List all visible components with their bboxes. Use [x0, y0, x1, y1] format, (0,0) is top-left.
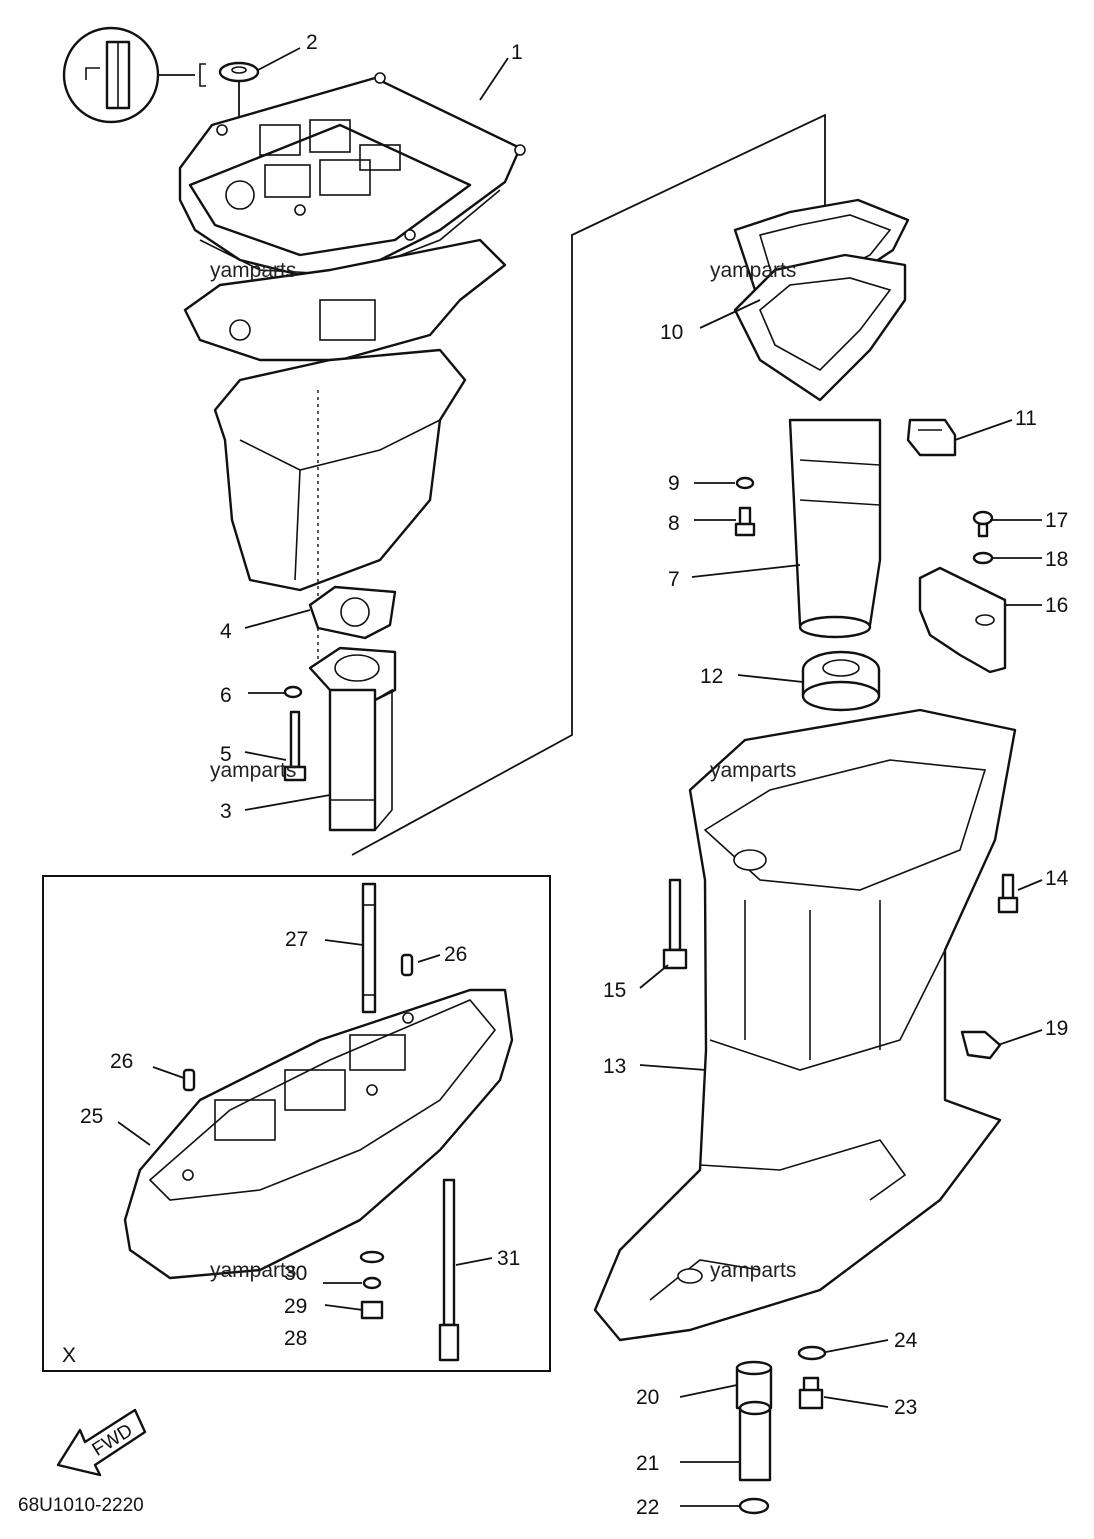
callout-7: 7: [668, 568, 680, 591]
oil-pan: [213, 348, 467, 592]
part-11-grommet: [906, 418, 957, 457]
watermark: yamparts: [710, 759, 796, 782]
callout-19: 19: [1045, 1017, 1068, 1040]
callout-3: 3: [220, 800, 232, 823]
callout-14: 14: [1045, 867, 1069, 890]
part-7-upper-housing: [733, 253, 907, 639]
callout-13: 13: [603, 1055, 626, 1078]
watermark: yamparts: [710, 259, 796, 282]
part-12-mount-nut: [801, 650, 881, 712]
callout-5: 5: [220, 743, 232, 766]
callout-23: 23: [894, 1396, 917, 1419]
callout-10: 10: [660, 321, 683, 344]
watermarks: yamparts yamparts yamparts yamparts yamp…: [210, 259, 796, 1282]
callout-29: 29: [284, 1295, 307, 1318]
part-5-bolt: [283, 710, 307, 782]
left-gasket: [183, 238, 507, 362]
callout-4: 4: [220, 620, 232, 643]
part-30-washer: [359, 1250, 385, 1264]
callout-21: 21: [636, 1452, 659, 1475]
detail-box-x: [42, 875, 551, 1372]
part-14-bolt: [997, 873, 1019, 914]
part-1-upper-casing: [178, 72, 526, 282]
callout-20: 20: [636, 1386, 659, 1409]
part-18-washer: [972, 551, 994, 565]
callout-27: 27: [285, 928, 308, 951]
part-15-bolt: [662, 878, 688, 970]
fwd-arrow: FWD: [56, 1408, 147, 1477]
part-6-washer: [283, 685, 303, 699]
part-23-plug-bolt: [798, 1376, 824, 1410]
diagram-code: 68U1010-2220: [18, 1495, 144, 1516]
watermark: yamparts: [210, 759, 296, 782]
watermark: yamparts: [210, 259, 296, 282]
part-28-nut: [360, 1300, 384, 1320]
part-22-washer: [738, 1497, 770, 1515]
part-3-exhaust-guide: [308, 646, 397, 832]
part-19-anode: [960, 1030, 1002, 1060]
detail-box-label: X: [62, 1344, 76, 1367]
callout-12: 12: [700, 665, 723, 688]
part-31-stud: [438, 1178, 460, 1362]
callout-22: 22: [636, 1496, 659, 1519]
part-9-washer: [735, 476, 755, 490]
callout-9: 9: [668, 472, 680, 495]
callout-24: 24: [894, 1329, 918, 1352]
callout-17: 17: [1045, 509, 1068, 532]
callout-labels: 2 1 4 6 5 3 10 11 9 8 7 17 18 16 12 14 1…: [80, 31, 1069, 1519]
callout-1: 1: [511, 41, 523, 64]
callout-26-lower: 26: [110, 1050, 133, 1073]
part-26-dowel-upper: [400, 953, 414, 977]
leader-lines: [117, 47, 1043, 1507]
callout-15: 15: [603, 979, 626, 1002]
part-24-washer: [797, 1345, 827, 1361]
watermark: yamparts: [210, 1259, 296, 1282]
frame-connector: [351, 113, 826, 856]
part-21-sleeve: [738, 1400, 772, 1482]
part-26-dowel-lower: [182, 1068, 196, 1092]
hose-detail-inset: [62, 26, 206, 124]
callout-31: 31: [497, 1247, 520, 1270]
part-17-screw: [972, 510, 994, 538]
watermark: yamparts: [710, 1259, 796, 1282]
callout-2: 2: [306, 31, 318, 54]
callout-26-upper: 26: [444, 943, 467, 966]
callout-30: 30: [284, 1262, 307, 1285]
part-4-gasket: [308, 585, 397, 640]
callout-28: 28: [284, 1327, 307, 1350]
part-8-bolt: [734, 506, 756, 537]
callout-25: 25: [80, 1105, 103, 1128]
part-13-lower-casing: [593, 708, 1017, 1342]
callout-18: 18: [1045, 548, 1068, 571]
part-16-bracket: [918, 566, 1007, 674]
callout-11: 11: [1015, 407, 1037, 430]
callout-6: 6: [220, 684, 232, 707]
callout-16: 16: [1045, 594, 1068, 617]
part-25-mount-plate: [123, 988, 514, 1280]
part-29-lockwasher: [362, 1276, 382, 1290]
part-27-stud: [361, 882, 377, 1014]
callout-8: 8: [668, 512, 680, 535]
